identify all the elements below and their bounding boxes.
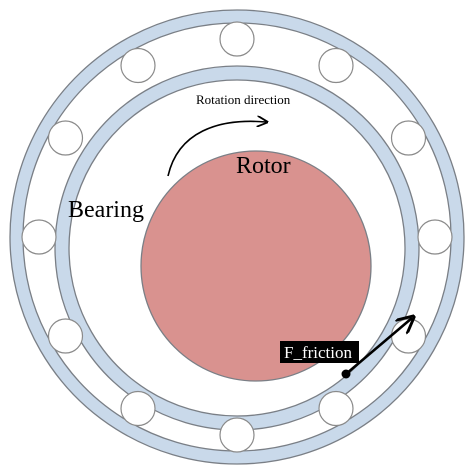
- bearing-ball: [219, 21, 255, 57]
- bearing-ball: [390, 318, 427, 354]
- bearing-ball: [417, 219, 453, 255]
- bearing-ball: [318, 47, 354, 84]
- friction-label-background: [280, 341, 359, 363]
- bearing-ball: [47, 120, 84, 156]
- rotation-arrow: [167, 121, 266, 177]
- bearing-label: Bearing: [68, 197, 144, 223]
- bearing-ball: [318, 390, 354, 427]
- bearing-ball: [390, 120, 427, 156]
- bearing-ball: [120, 390, 156, 427]
- rotation-direction-label: Rotation direction: [196, 92, 291, 107]
- bearing-ball: [120, 47, 156, 84]
- friction-contact-point: [341, 369, 351, 379]
- bearing-ball: [47, 318, 84, 354]
- friction-arrow: [345, 318, 412, 375]
- rotor-disk: [140, 150, 372, 382]
- friction-label: F_friction: [284, 343, 352, 362]
- bearing-ball: [219, 417, 255, 453]
- rotor-label: Rotor: [236, 153, 291, 179]
- bearing-ball: [21, 219, 57, 255]
